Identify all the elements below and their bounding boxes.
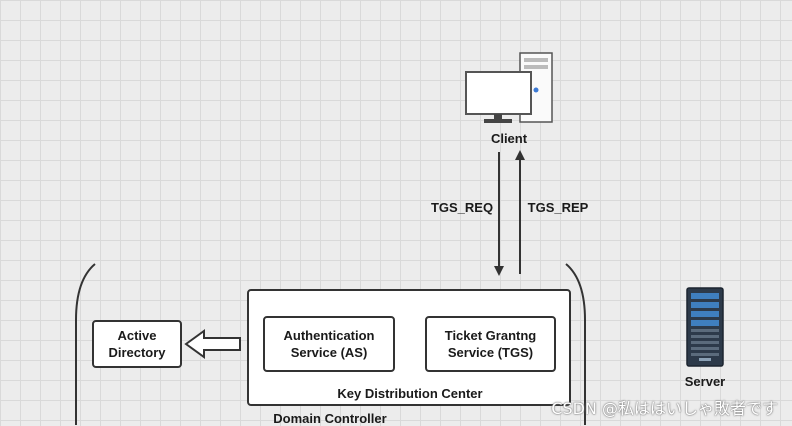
domain-controller-label: Domain Controller [273, 411, 387, 426]
domain-controller-left-bracket [75, 263, 96, 425]
ad-line1: Active [117, 328, 157, 343]
tgs-rep-arrow [515, 150, 525, 274]
as-line1: Authentication [283, 328, 375, 343]
as-line2: Service (AS) [290, 345, 368, 360]
authentication-service-box: Authentication Service (AS) [263, 316, 395, 372]
kdc-label: Key Distribution Center [337, 386, 483, 401]
client-label: Client [490, 131, 528, 146]
kdc-to-ad-arrow [184, 329, 241, 359]
tgs-req-label: TGS_REQ [430, 200, 494, 215]
tgs-line1: Ticket Grantng [444, 328, 537, 343]
tgs-line2: Service (TGS) [447, 345, 534, 360]
ad-line2: Directory [108, 345, 166, 360]
active-directory-box: Active Directory [92, 320, 182, 368]
domain-controller-right-bracket [565, 263, 586, 425]
ticket-granting-service-box: Ticket Grantng Service (TGS) [425, 316, 556, 372]
tgs-rep-label: TGS_REP [527, 200, 589, 215]
tgs-req-arrow [494, 152, 504, 276]
watermark-text: CSDN @私ははいしゃ敗者です [551, 399, 778, 418]
server-label: Server [684, 374, 726, 389]
